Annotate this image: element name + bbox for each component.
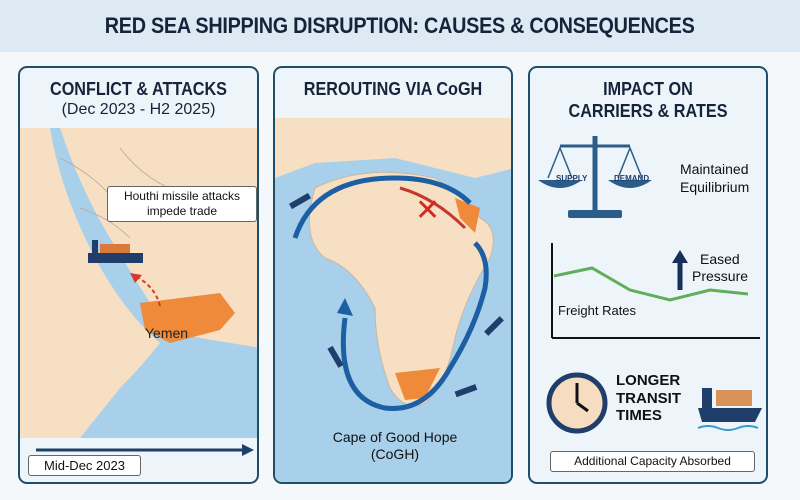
clock-icon xyxy=(546,372,608,434)
timeline-label: Mid-Dec 2023 xyxy=(28,455,141,476)
cape-abbr: (CoGH) xyxy=(370,446,420,462)
panel-title: CONFLICT & ATTACKS xyxy=(50,79,227,99)
transit-label-3: TIMES xyxy=(616,407,662,424)
transit-label-1: LONGER xyxy=(616,372,681,389)
blocked-x-icon: ✕ xyxy=(415,193,440,228)
panel-title-2: CARRIERS & RATES xyxy=(568,101,728,121)
route-south xyxy=(340,241,489,411)
panel-subtitle: (Dec 2023 - H2 2025) xyxy=(61,101,216,118)
ship-icons xyxy=(288,192,504,398)
south-africa xyxy=(395,368,440,400)
attack-callout: Houthi missile attacks impede trade xyxy=(107,186,257,222)
yemen-label: Yemen xyxy=(145,325,189,341)
panel-conflict: CONFLICT & ATTACKS (Dec 2023 - H2 2025) … xyxy=(18,66,259,484)
panel-title: IMPACT ON xyxy=(603,79,693,99)
panel-title: REROUTING VIA CoGH xyxy=(303,79,483,99)
freight-rates-label: Freight Rates xyxy=(558,303,637,318)
freight-rate-line xyxy=(553,266,749,302)
equilibrium-label-1: Maintained xyxy=(680,161,749,177)
transit-label-2: TRANSIT xyxy=(616,390,681,407)
equilibrium-label-2: Equilibrium xyxy=(680,179,750,195)
ship-icon xyxy=(88,240,143,263)
missile-icon xyxy=(130,273,142,283)
cargo-ship-icon xyxy=(697,388,762,431)
cape-label: Cape of Good Hope xyxy=(332,429,458,445)
panel-impact: IMPACT ON CARRIERS & RATES SUPPLY DEMAND… xyxy=(528,66,768,484)
header: RED SEA SHIPPING DISRUPTION: CAUSES & CO… xyxy=(0,0,800,52)
balance-scale-icon xyxy=(538,136,652,218)
supply-label: SUPPLY xyxy=(556,174,588,183)
eased-label: Eased xyxy=(700,251,740,267)
yemen-region xyxy=(140,293,235,343)
demand-label: DEMAND xyxy=(614,174,650,183)
panel-rerouting: REROUTING VIA CoGH ✕ Cape of Good Hope (… xyxy=(273,66,513,484)
route-north xyxy=(292,175,472,239)
capacity-label: Additional Capacity Absorbed xyxy=(550,451,755,472)
up-arrow-icon xyxy=(672,250,688,290)
page-title: RED SEA SHIPPING DISRUPTION: CAUSES & CO… xyxy=(105,13,695,38)
africa-map: ✕ xyxy=(275,118,511,482)
pressure-label: Pressure xyxy=(692,268,749,284)
red-sea-map xyxy=(20,128,257,456)
